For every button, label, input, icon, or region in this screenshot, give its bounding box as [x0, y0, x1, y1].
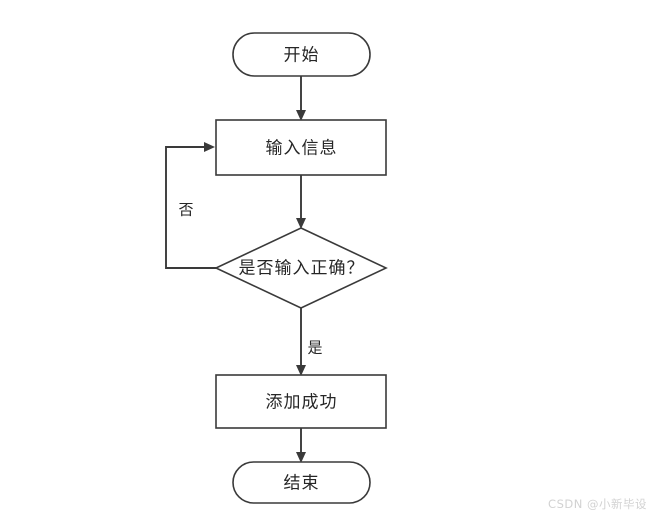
node-start[interactable]: 开始 — [232, 32, 371, 77]
edge-start-to-input — [296, 76, 306, 121]
arrow-head-icon — [296, 218, 306, 229]
node-input-label: 输入信息 — [266, 139, 338, 159]
node-success-label: 添加成功 — [266, 393, 338, 413]
node-success[interactable]: 添加成功 — [215, 374, 387, 429]
node-end[interactable]: 结束 — [232, 461, 371, 504]
csdn-watermark: CSDN @小新毕设 — [548, 497, 647, 511]
edge-decision-to-input-no — [165, 142, 216, 269]
node-decision[interactable]: 是否输入正确？ — [214, 227, 388, 309]
arrow-head-icon — [296, 452, 306, 463]
node-start-label: 开始 — [284, 46, 320, 66]
node-decision-label: 是否输入正确？ — [239, 259, 365, 279]
node-end-label: 结束 — [284, 474, 320, 494]
edge-decision-to-success-yes — [296, 308, 306, 376]
arrow-head-icon — [296, 110, 306, 121]
edge-input-to-decision — [296, 175, 306, 229]
edge-label-no: 否 — [178, 201, 193, 219]
arrow-head-icon — [204, 142, 215, 152]
node-input[interactable]: 输入信息 — [215, 119, 387, 176]
arrow-head-icon — [296, 365, 306, 376]
edge-label-yes: 是 — [307, 339, 322, 357]
edge-success-to-end — [296, 428, 306, 463]
